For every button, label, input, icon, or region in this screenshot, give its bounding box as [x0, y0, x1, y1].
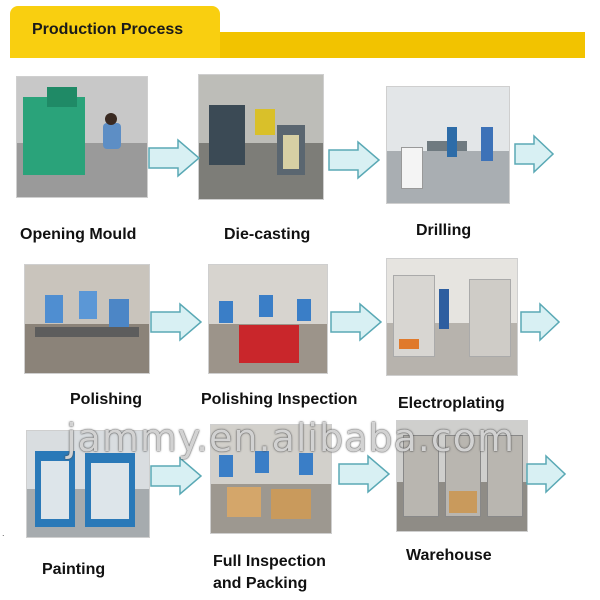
page-title: Production Process	[32, 21, 184, 38]
step-label-polishing-inspection: Polishing Inspection	[201, 391, 358, 408]
arrow-right-icon	[148, 138, 200, 178]
step-label-warehouse: Warehouse	[406, 547, 492, 564]
arrow-right-icon	[526, 454, 566, 494]
photo-painting	[26, 430, 150, 538]
photo-electroplating	[386, 258, 518, 376]
arrow-right-icon	[514, 134, 554, 174]
step-label-full-inspection-line2: and Packing	[213, 575, 308, 592]
arrow-right-icon	[328, 140, 380, 180]
photo-drilling	[386, 86, 510, 204]
arrow-right-icon	[150, 302, 202, 342]
arrow-right-icon	[338, 454, 390, 494]
photo-polishing	[24, 264, 150, 374]
step-label-drilling: Drilling	[416, 222, 472, 239]
banner-tab	[10, 6, 220, 58]
step-label-electroplating: Electroplating	[398, 395, 505, 412]
step-label-opening-mould: Opening Mould	[20, 226, 137, 243]
stray-mark: .	[2, 528, 5, 538]
header-banner: Production Process	[10, 6, 585, 58]
step-label-full-inspection-line1: Full Inspection	[213, 553, 326, 570]
photo-polishing-inspection	[208, 264, 328, 374]
photo-die-casting	[198, 74, 324, 200]
arrow-right-icon	[150, 456, 202, 496]
photo-opening-mould	[16, 76, 148, 198]
photo-warehouse	[396, 420, 528, 532]
step-label-polishing: Polishing	[70, 391, 142, 408]
step-label-painting: Painting	[42, 561, 106, 578]
arrow-right-icon	[520, 302, 560, 342]
arrow-right-icon	[330, 302, 382, 342]
step-label-die-casting: Die-casting	[224, 226, 311, 243]
photo-full-inspection-packing	[210, 424, 332, 534]
watermark: jammy.en.alibaba.com	[66, 416, 516, 460]
